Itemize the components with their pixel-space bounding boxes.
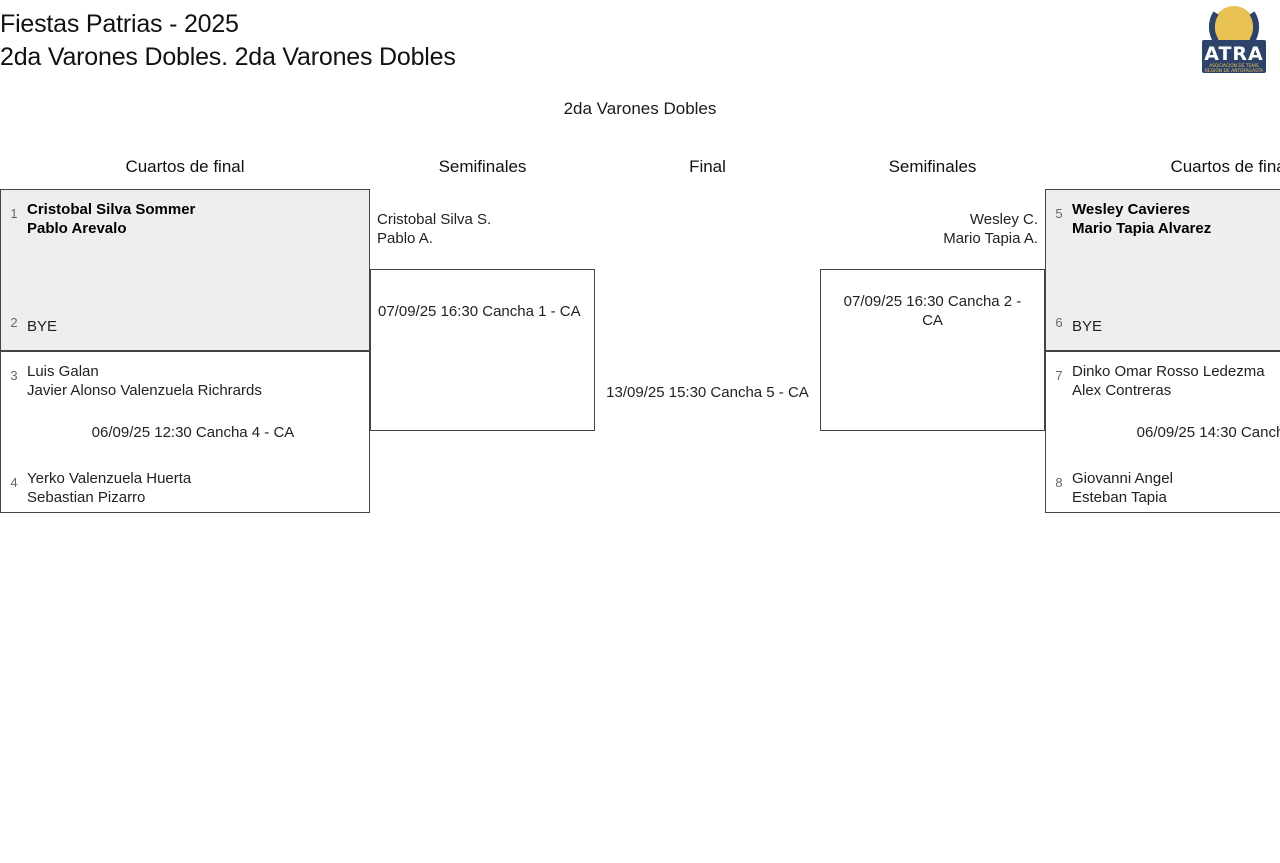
player-1-name: Yerko Valenzuela Huerta: [27, 470, 192, 487]
player-2-name: Pablo A.: [377, 230, 433, 247]
player-1-name: BYE: [1072, 318, 1103, 335]
match-qf4-slot-top[interactable]: 7 Dinko Omar Rosso Ledezma Alex Contrera…: [1046, 360, 1280, 400]
seed-number: 7: [1055, 368, 1063, 383]
seed-number: 6: [1055, 315, 1063, 330]
match-qf3-slot-bottom[interactable]: 6 BYE: [1046, 315, 1280, 336]
round-header-cuartos-left: Cuartos de final: [125, 157, 245, 176]
team-names: Yerko Valenzuela Huerta Sebastian Pizarr…: [27, 467, 191, 507]
seed-number: 1: [10, 206, 18, 221]
match-final-schedule: 13/09/25 15:30 Cancha 5 - CA: [606, 384, 809, 401]
match-qf4-slot-bottom[interactable]: 8 Giovanni Angel Esteban Tapia: [1046, 467, 1280, 507]
seed-number: 4: [10, 475, 18, 490]
match-qf2[interactable]: 3 Luis Galan Javier Alonso Valenzuela Ri…: [0, 351, 370, 513]
match-qf2-slot-top[interactable]: 3 Luis Galan Javier Alonso Valenzuela Ri…: [1, 360, 369, 400]
round-header-cuartos-right: Cuartos de final: [1170, 157, 1280, 176]
player-2-name: Sebastian Pizarro: [27, 489, 146, 506]
svg-text:ATRA: ATRA: [1204, 43, 1264, 65]
player-2-name: Mario Tapia Alvarez: [1072, 220, 1212, 237]
player-1-name: Cristobal Silva S.: [377, 211, 492, 228]
match-sf-left-schedule: 07/09/25 16:30 Cancha 1 - CA: [378, 303, 581, 320]
player-2-name: Esteban Tapia: [1072, 489, 1167, 506]
atra-logo: ATRA ASOCIACIÓN DE TENIS REGIÓN DE ANTOF…: [1196, 2, 1272, 80]
sf-left-advanced-team: Cristobal Silva S. Pablo A.: [377, 210, 587, 248]
match-qf2-slot-bottom[interactable]: 4 Yerko Valenzuela Huerta Sebastian Piza…: [1, 467, 369, 507]
team-names: Luis Galan Javier Alonso Valenzuela Rich…: [27, 360, 262, 400]
team-names: BYE: [1072, 315, 1102, 336]
seed-number: 8: [1055, 475, 1063, 490]
round-header-final: Final: [689, 157, 726, 176]
match-sf-right-schedule: 07/09/25 16:30 Cancha 2 - CA: [843, 293, 1022, 329]
seed-number: 2: [10, 315, 18, 330]
player-2-name: Alex Contreras: [1072, 382, 1172, 399]
seed-number: 3: [10, 368, 18, 383]
player-1-name: Wesley Cavieres: [1072, 201, 1191, 218]
player-2-name: Mario Tapia A.: [943, 230, 1038, 247]
team-names: Dinko Omar Rosso Ledezma Alex Contreras: [1072, 360, 1265, 400]
player-1-name: Luis Galan: [27, 363, 99, 380]
match-sf-left[interactable]: 07/09/25 16:30 Cancha 1 - CA: [370, 269, 595, 431]
svg-text:REGIÓN DE ANTOFAGASTA: REGIÓN DE ANTOFAGASTA: [1205, 67, 1263, 74]
match-qf1-slot-bottom[interactable]: 2 BYE: [1, 315, 369, 336]
round-header-semis-left: Semifinales: [438, 157, 527, 176]
match-qf1[interactable]: 1 Cristobal Silva Sommer Pablo Arevalo 2…: [0, 189, 370, 351]
player-1-name: Dinko Omar Rosso Ledezma: [1072, 363, 1265, 380]
match-qf1-slot-top[interactable]: 1 Cristobal Silva Sommer Pablo Arevalo: [1, 198, 369, 238]
draw-title: 2da Varones Dobles: [563, 99, 717, 118]
round-header-semis-right: Semifinales: [888, 157, 977, 176]
page-header: Fiestas Patrias - 2025 2da Varones Doble…: [0, 0, 1280, 88]
match-qf3-slot-top[interactable]: 5 Wesley Cavieres Mario Tapia Alvarez: [1046, 198, 1280, 238]
match-qf2-schedule: 06/09/25 12:30 Cancha 4 - CA: [91, 424, 295, 441]
player-1-name: Wesley C.: [969, 211, 1038, 228]
match-sf-right[interactable]: 07/09/25 16:30 Cancha 2 - CA: [820, 269, 1045, 431]
match-qf4[interactable]: 7 Dinko Omar Rosso Ledezma Alex Contrera…: [1045, 351, 1280, 513]
tournament-category: 2da Varones Dobles. 2da Varones Dobles: [0, 43, 456, 71]
tournament-name: Fiestas Patrias - 2025: [0, 10, 239, 38]
team-names: Wesley Cavieres Mario Tapia Alvarez: [1072, 198, 1211, 238]
team-names: BYE: [27, 315, 57, 336]
seed-number: 5: [1055, 206, 1063, 221]
tournament-title: Fiestas Patrias - 2025 2da Varones Doble…: [0, 8, 456, 74]
match-qf4-schedule: 06/09/25 14:30 Cancha 3 - CA: [1136, 424, 1280, 441]
sf-right-advanced-team: Wesley C. Mario Tapia A.: [828, 210, 1038, 248]
team-names: Giovanni Angel Esteban Tapia: [1072, 467, 1173, 507]
player-2-name: Pablo Arevalo: [27, 220, 127, 237]
round-headers: Cuartos de final Semifinales Final Semif…: [0, 157, 1280, 181]
player-1-name: Cristobal Silva Sommer: [27, 201, 196, 218]
match-qf3[interactable]: 5 Wesley Cavieres Mario Tapia Alvarez 6 …: [1045, 189, 1280, 351]
svg-text:ASOCIACIÓN DE TENIS: ASOCIACIÓN DE TENIS: [1209, 62, 1259, 69]
player-1-name: Giovanni Angel: [1072, 470, 1173, 487]
player-2-name: Javier Alonso Valenzuela Richrards: [27, 382, 262, 399]
player-1-name: BYE: [27, 318, 58, 335]
team-names: Cristobal Silva Sommer Pablo Arevalo: [27, 198, 195, 238]
